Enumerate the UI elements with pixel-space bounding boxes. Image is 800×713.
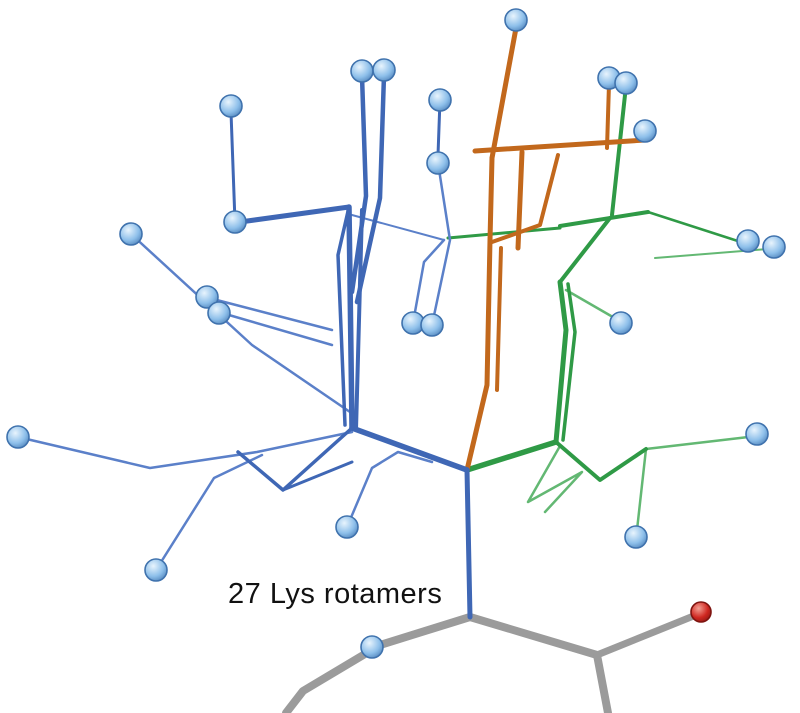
bond-stick [558,216,612,284]
bond-stick [610,93,627,217]
nitrogen-atom [223,210,247,234]
nitrogen-atom [745,422,769,446]
bond-stick [354,72,387,305]
bond-stick [351,214,445,241]
bond-stick [207,296,334,332]
bond-stick [349,425,470,473]
bond-stick [564,288,620,322]
bond-stick [237,204,352,225]
bond-stick [487,155,495,243]
nitrogen-atom [762,235,786,259]
nitrogen-atom [426,151,450,175]
bond-stick [345,450,434,529]
nitrogen-atom [420,313,444,337]
nitrogen-atom [195,285,219,309]
nitrogen-atom [335,515,359,539]
bond-stick [554,440,648,482]
nitrogen-atom [372,58,396,82]
bond-stick [561,282,577,442]
bond-stick [646,210,746,245]
bond-stick [464,439,559,473]
bond-stick [489,25,519,161]
bond-stick [154,453,264,572]
bond-stick [553,279,569,445]
bond-stick [16,430,354,470]
nitrogen-atom [6,425,30,449]
bond-stick [282,641,384,713]
bond-stick [354,208,364,432]
oxygen-atom [690,601,712,623]
nitrogen-atom [633,119,657,143]
bond-stick [376,613,474,649]
bond-stick [490,153,560,244]
bond-stick [220,311,334,347]
bond-stick [281,460,354,492]
bond-stick [466,613,601,659]
bond-stick [346,204,355,431]
bond-stick [411,238,446,325]
nitrogen-atom [736,229,760,253]
bond-stick [229,110,237,224]
bond-stick [464,467,473,620]
nitrogen-atom [219,94,243,118]
bond-stick [430,161,452,327]
nitrogen-atom [119,222,143,246]
nitrogen-atom [614,71,638,95]
nitrogen-atom [144,558,168,582]
atoms-layer [6,8,786,659]
nitrogen-atom [428,88,452,112]
bond-stick [472,137,648,154]
bond-stick [336,205,351,427]
bond-stick [129,232,352,414]
rotamer-count-label: 27 Lys rotamers [228,578,443,610]
bond-stick [464,237,493,473]
bond-stick [644,434,759,451]
bond-stick [349,73,369,295]
nitrogen-atom [207,301,231,325]
bond-stick [593,611,700,659]
bond-stick [605,82,611,150]
nitrogen-atom [624,525,648,549]
bond-stick [635,447,648,532]
nitrogen-atom [360,635,384,659]
bond-stick [558,210,650,228]
bond-stick [593,651,612,713]
nitrogen-atom [609,311,633,335]
nitrogen-atom [350,59,374,83]
nitrogen-atom [504,8,528,32]
bond-stick [446,226,562,240]
bonds-layer [16,25,769,713]
bond-stick [495,246,503,392]
bond-stick [526,444,584,514]
